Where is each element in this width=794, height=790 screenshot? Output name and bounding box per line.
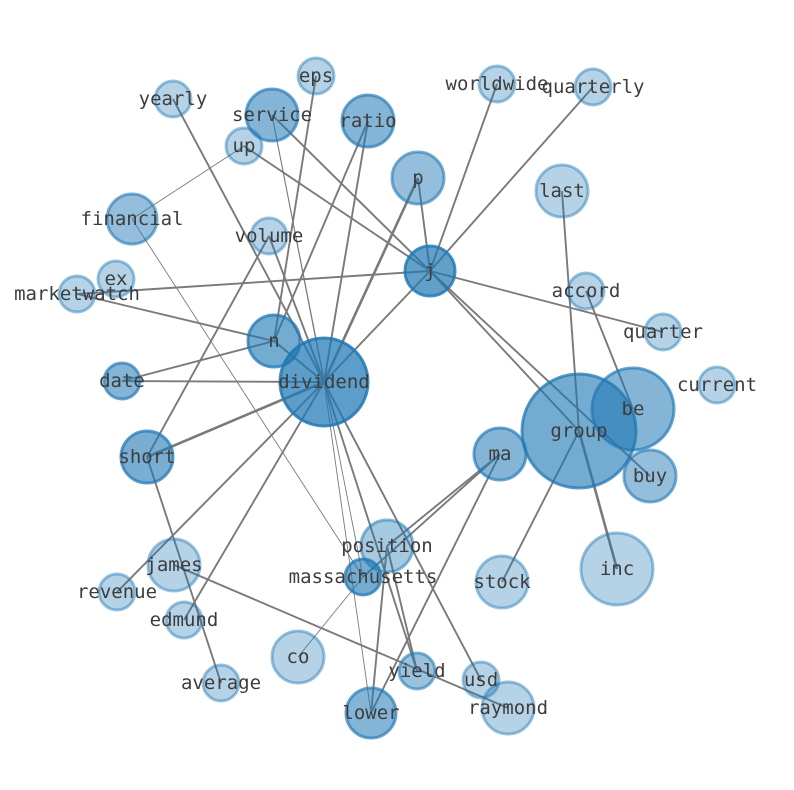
label-position: position (341, 535, 433, 557)
label-p: p (412, 167, 423, 189)
label-yearly: yearly (139, 88, 208, 110)
label-eps: eps (299, 65, 333, 87)
node-edmund (164, 600, 204, 640)
label-marketwatch: marketwatch (14, 283, 140, 305)
label-dividend: dividend (278, 371, 370, 393)
label-revenue: revenue (77, 581, 157, 603)
node-buy (622, 448, 678, 504)
node-n (246, 313, 302, 369)
node-stock (474, 554, 530, 610)
label-j: j (424, 260, 435, 282)
graph-nodes (57, 56, 737, 740)
edge-j-marketwatch (76, 270, 431, 295)
label-financial: financial (81, 208, 184, 230)
edge-position-lower (370, 545, 388, 714)
label-james: james (145, 554, 202, 576)
label-raymond: raymond (468, 697, 548, 719)
edge-n-ratio (273, 120, 369, 342)
label-quarter: quarter (623, 321, 703, 343)
node-revenue (97, 572, 137, 612)
node-inc (579, 531, 655, 607)
label-current: current (677, 374, 757, 396)
node-marketwatch (57, 274, 97, 314)
label-accord: accord (552, 280, 621, 302)
label-lower: lower (342, 702, 399, 724)
node-financial (105, 192, 159, 246)
node-last (534, 163, 590, 219)
edge-j-quarter (429, 270, 664, 333)
label-buy: buy (633, 465, 667, 487)
node-group (520, 372, 638, 490)
label-worldwide: worldwide (446, 73, 549, 95)
label-service: service (232, 104, 312, 126)
label-usd: usd (464, 669, 498, 691)
node-date (102, 361, 142, 401)
node-james (146, 537, 202, 593)
node-quarter (643, 312, 683, 352)
label-be: be (622, 398, 645, 420)
node-yield (397, 651, 437, 691)
label-short: short (118, 446, 175, 468)
label-co: co (287, 646, 310, 668)
label-date: date (99, 370, 145, 392)
edge-dividend-lower (323, 381, 372, 714)
edge-financial-up (131, 145, 245, 220)
label-yield: yield (388, 660, 445, 682)
node-lower (344, 686, 398, 740)
node-quarterly (573, 67, 613, 107)
node-dividend (278, 336, 370, 428)
edge-ma-lower (370, 453, 501, 714)
node-accord (566, 271, 606, 311)
label-stock: stock (473, 571, 531, 593)
label-ratio: ratio (339, 110, 396, 132)
label-ex: ex (105, 268, 128, 290)
node-worldwide (477, 64, 517, 104)
label-edmund: edmund (150, 609, 219, 631)
node-position (359, 518, 415, 574)
node-ratio (340, 93, 396, 149)
edge-financial-massachusetts (131, 218, 364, 578)
edge-dividend-edmund (183, 381, 325, 621)
node-volume (249, 216, 289, 256)
edge-j-up (243, 145, 431, 272)
label-last: last (539, 180, 585, 202)
edge-j-quarterly (429, 86, 594, 272)
node-usd (461, 660, 501, 700)
label-group: group (550, 420, 607, 442)
label-average: average (181, 672, 261, 694)
edge-dividend-usd (323, 381, 482, 681)
node-current (697, 365, 737, 405)
node-p (390, 150, 446, 206)
node-yearly (153, 79, 193, 119)
label-inc: inc (600, 558, 634, 580)
edge-dividend-revenue (116, 381, 325, 593)
node-co (270, 629, 326, 685)
node-short (119, 429, 175, 485)
label-ma: ma (489, 443, 512, 465)
node-up (224, 126, 264, 166)
label-n: n (268, 330, 279, 352)
node-service (244, 87, 300, 143)
edge-j-service (271, 114, 431, 272)
node-eps (296, 56, 336, 96)
edge-n-marketwatch (76, 293, 275, 342)
label-quarterly: quarterly (542, 76, 645, 98)
label-massachusetts: massachusetts (289, 566, 438, 588)
node-j (403, 244, 457, 298)
edge-james-raymond (173, 564, 509, 709)
node-ex (96, 259, 136, 299)
node-average (201, 663, 241, 703)
edge-position-yield (386, 545, 418, 672)
edge-n-eps (273, 75, 317, 342)
node-raymond (480, 680, 536, 736)
edge-short-volume (146, 235, 270, 458)
edge-j-worldwide (429, 83, 498, 272)
label-volume: volume (235, 225, 304, 247)
label-up: up (233, 135, 256, 157)
